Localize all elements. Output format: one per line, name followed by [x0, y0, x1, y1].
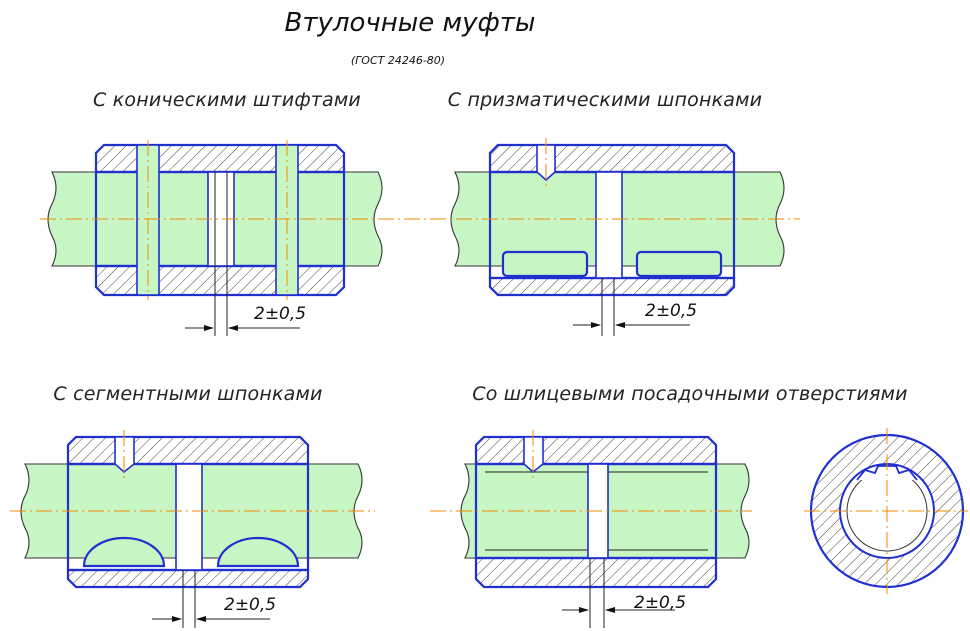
sleeve-top-wall	[488, 143, 736, 174]
shaft-gap	[595, 171, 623, 279]
set-screw	[523, 436, 544, 474]
drawing-title: Втулочные муфты	[285, 8, 536, 38]
caption-spline: Со шлицевыми посадочными отверстиями	[472, 383, 907, 405]
sleeve-bottom-wall	[94, 264, 346, 297]
caption-conical-pins: С коническими штифтами	[93, 89, 361, 111]
prismatic-key-left	[501, 250, 589, 278]
shaft-left	[450, 171, 603, 267]
caption-prismatic-keys: С призматическими шпонками	[448, 89, 762, 111]
gap-dimension-segment: 2±0,5	[224, 595, 276, 615]
caption-segment-keys: С сегментными шпонками	[53, 383, 322, 405]
view-segment-keys: С сегментными шпонками 2±0,5	[20, 383, 363, 628]
gap-dimension-spline: 2±0,5	[634, 593, 686, 613]
gap-dimension-pins: 2±0,5	[254, 304, 306, 324]
sleeve-top-wall	[94, 143, 346, 174]
sleeve-bottom-wall	[474, 556, 718, 589]
sleeve-bottom-wall	[66, 568, 310, 589]
view-conical-pins: С коническими штифтами 2±0,5	[47, 89, 383, 336]
sleeve-top-wall	[474, 435, 718, 466]
sleeve-bottom-wall	[488, 276, 736, 297]
spline-cross-section	[804, 428, 968, 594]
view-prismatic-keys: С призматическими шпонками 2±0,5	[448, 89, 785, 336]
set-screw	[114, 436, 135, 474]
prismatic-key-right	[635, 250, 723, 278]
drawing-subtitle: (ГОСТ 24246-80)	[351, 54, 445, 67]
segment-key-left	[82, 536, 166, 568]
sleeve-top-wall	[66, 435, 310, 466]
shaft-gap	[175, 463, 203, 571]
set-screw	[536, 144, 556, 182]
gap-dimension-keys: 2±0,5	[645, 301, 697, 321]
shaft-left	[460, 463, 591, 559]
segment-key-right	[216, 536, 300, 568]
